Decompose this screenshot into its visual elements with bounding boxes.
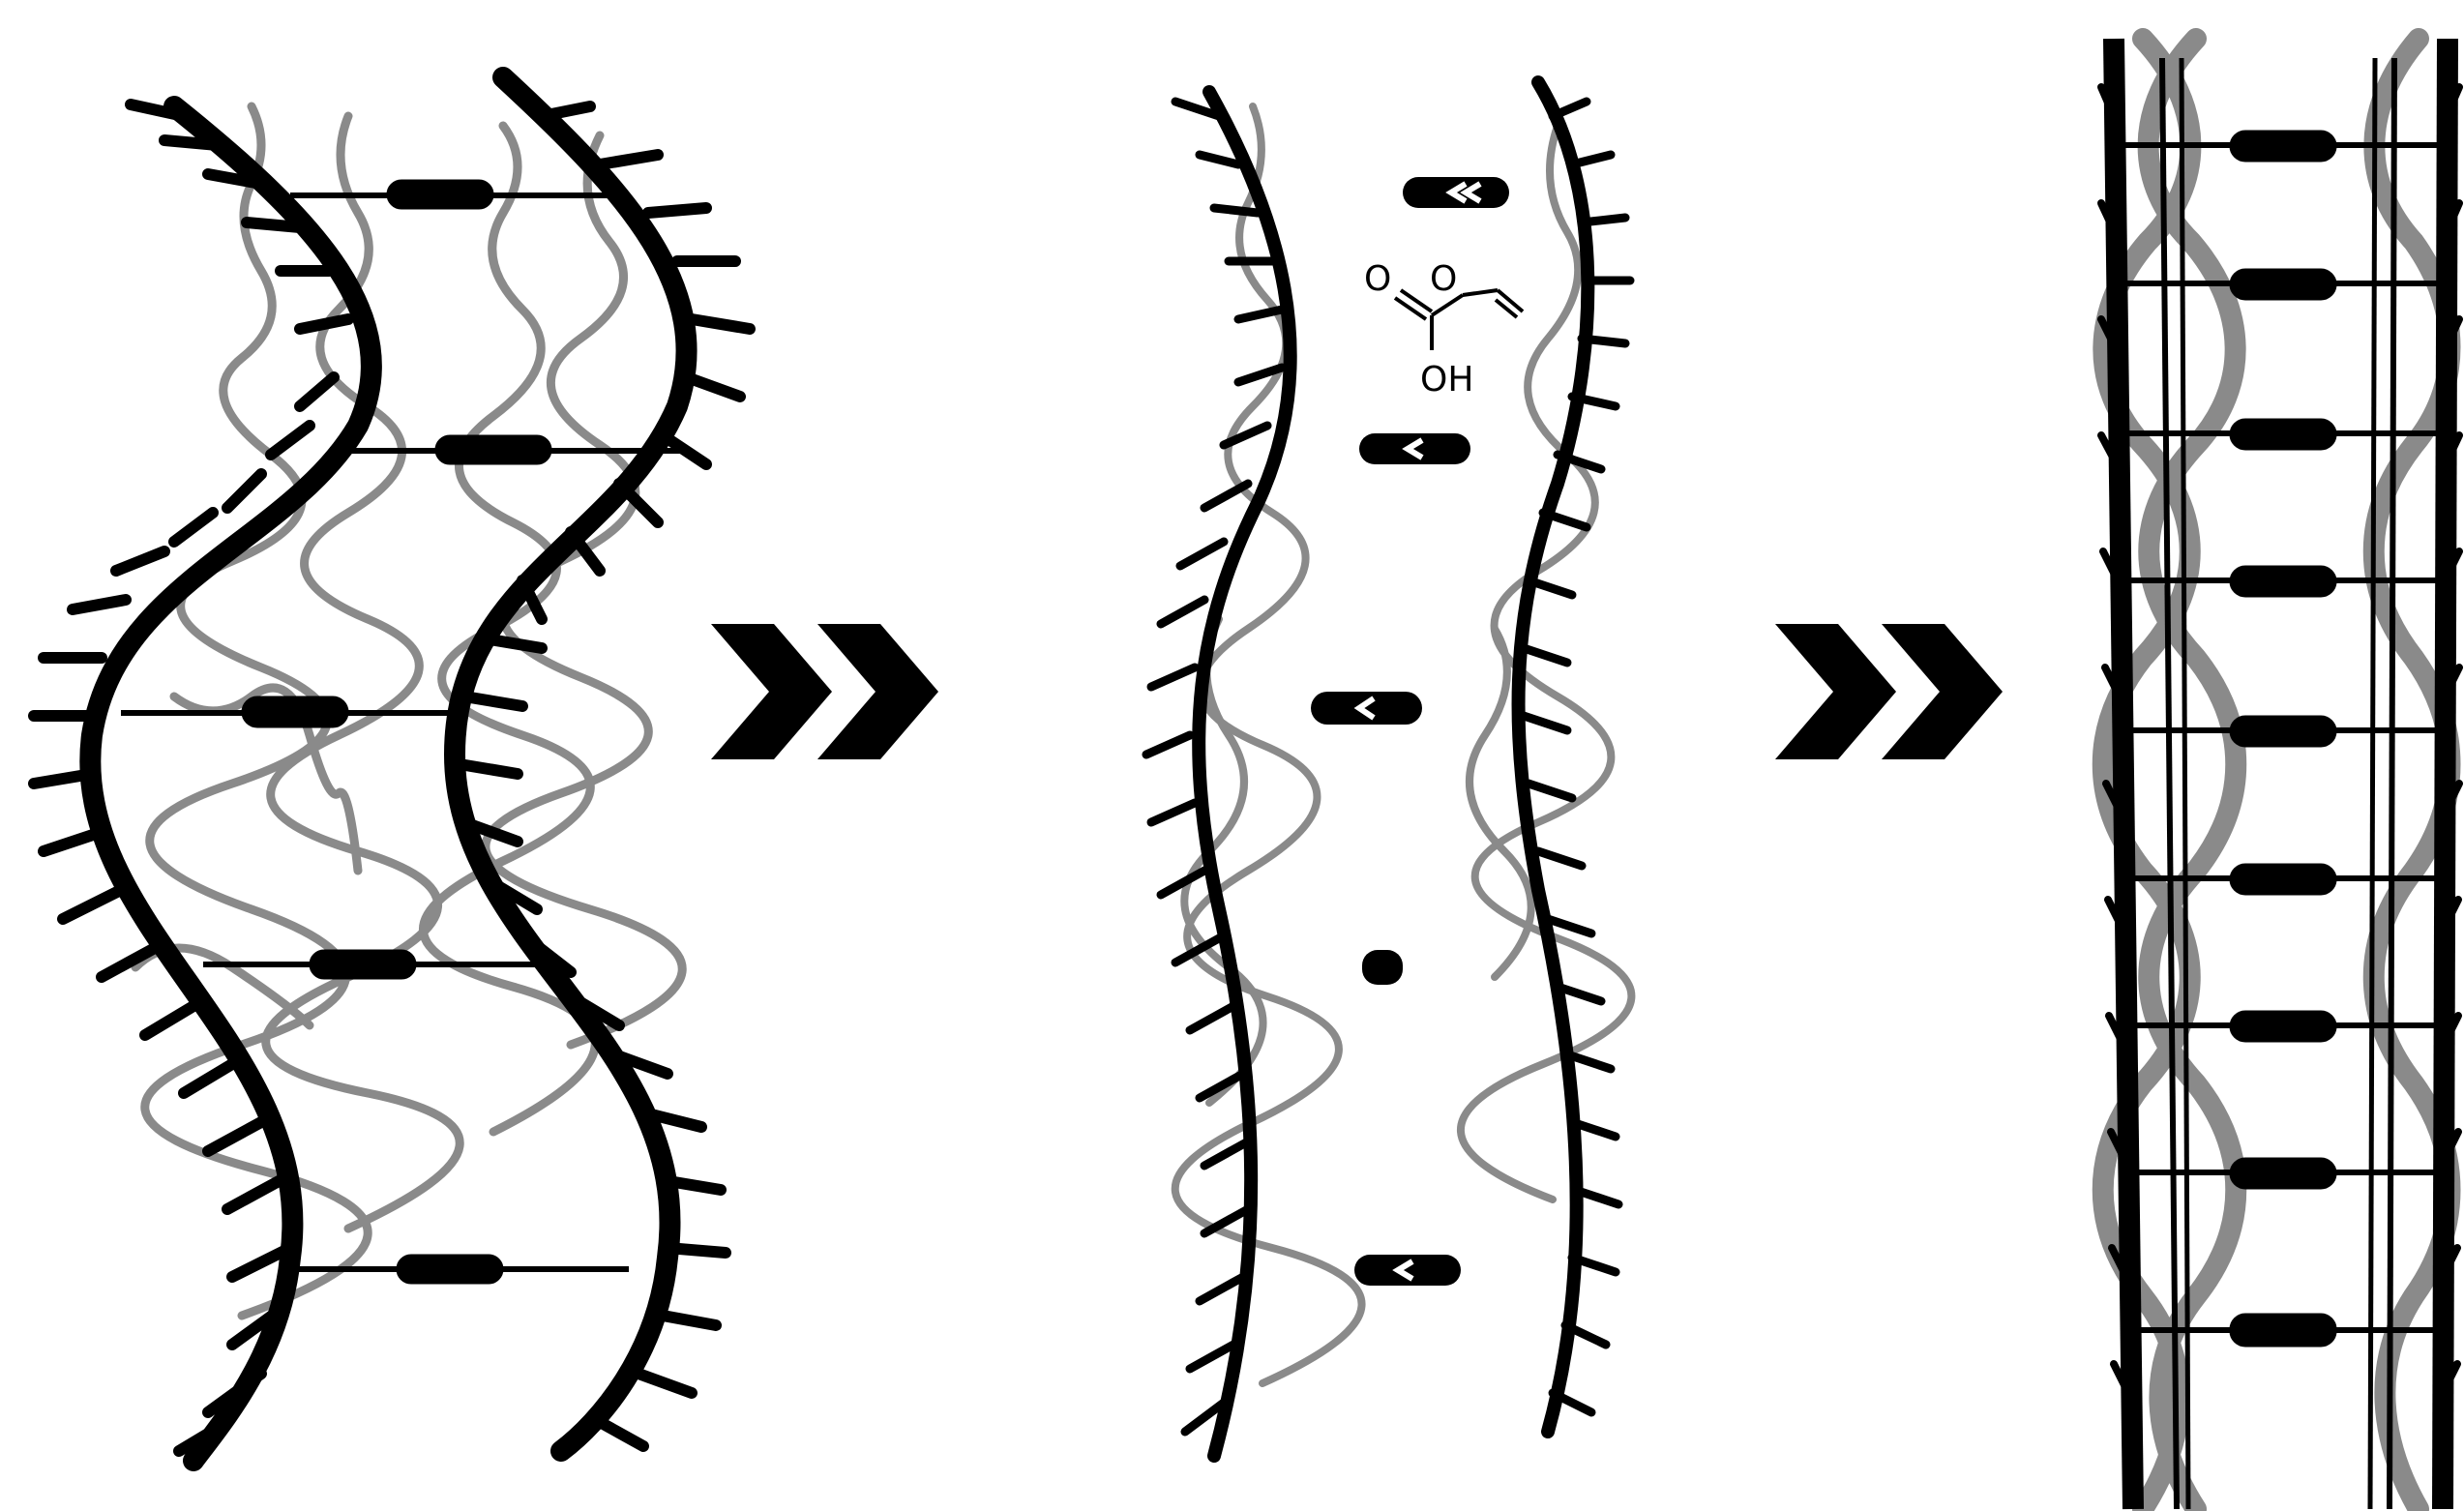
panel-2-polymer-chains xyxy=(1175,106,1632,1383)
acrylic-acid-structure: O O OH xyxy=(1364,259,1523,400)
panel-1-crosslinks xyxy=(121,180,687,1284)
atom-o-carbonyl: O xyxy=(1364,259,1391,299)
panel-3-strand-lines xyxy=(2114,39,2448,1509)
panel-2-unwound: O O OH xyxy=(1146,82,1631,1456)
panel-3-polymer-waves xyxy=(2103,39,2450,1509)
atom-o-ester: O xyxy=(1430,259,1457,299)
group-oh: OH xyxy=(1420,360,1473,400)
panel-1-helix xyxy=(34,77,750,1461)
panel-1-strands xyxy=(90,77,686,1461)
double-chevron-right-icon xyxy=(711,624,938,759)
double-chevron-right-icon xyxy=(1775,624,2003,759)
panel-2-cleaved-crosslinks xyxy=(1311,177,1509,1286)
panel-3-ladder xyxy=(2101,39,2459,1509)
panel-1-strand-spikes xyxy=(34,104,750,1451)
